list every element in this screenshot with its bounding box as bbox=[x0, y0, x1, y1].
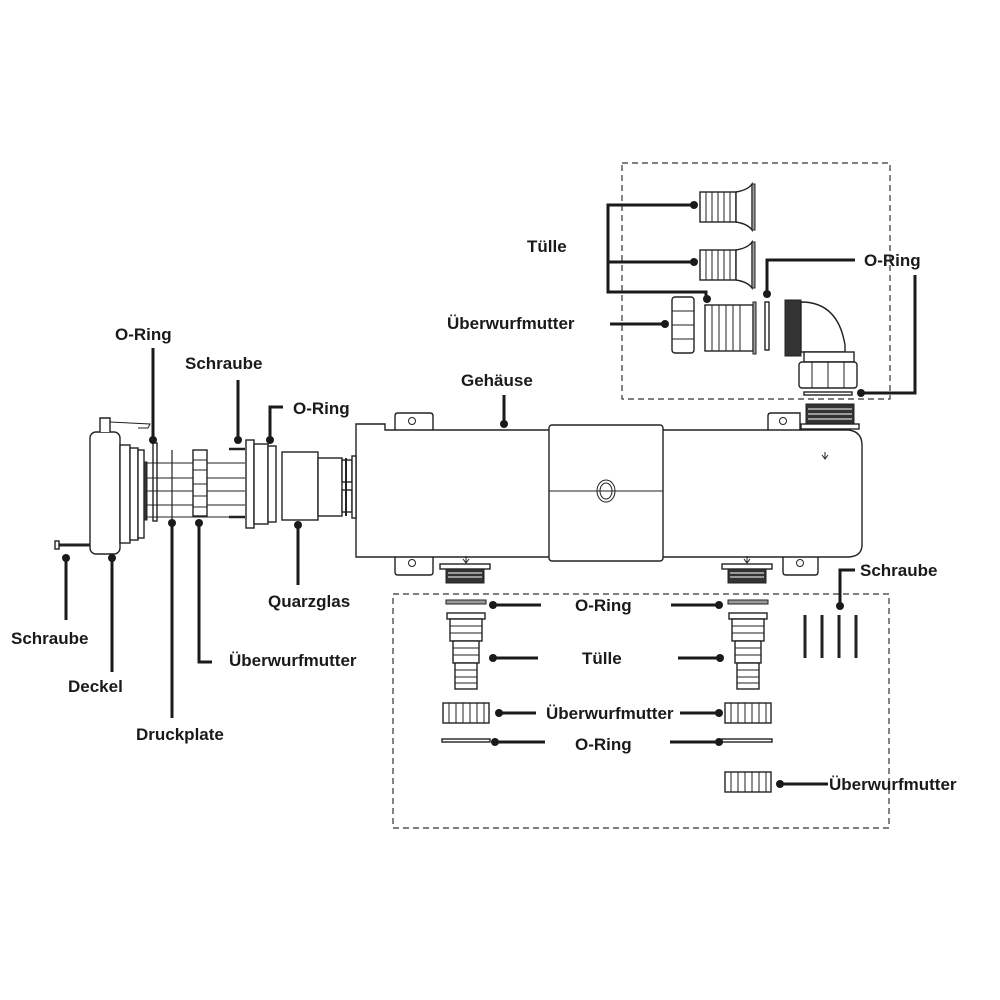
housing bbox=[355, 403, 863, 584]
label-druckplate: Druckplate bbox=[136, 725, 224, 744]
top-right-parts bbox=[671, 181, 858, 396]
label-schraube-right: Schraube bbox=[860, 561, 937, 580]
left-assembly bbox=[54, 417, 357, 555]
top-right-parts-box bbox=[621, 162, 891, 400]
label-quarzglas: Quarzglas bbox=[268, 592, 350, 611]
label-gehaeuse: Gehäuse bbox=[461, 371, 533, 390]
label-o-ring-left: O-Ring bbox=[115, 325, 172, 344]
label-ueberwurfmutter-bottom: Überwurfmutter bbox=[546, 704, 674, 723]
label-schraube-top: Schraube bbox=[185, 354, 262, 373]
label-tuelle-bottom: Tülle bbox=[582, 649, 622, 668]
bottom-parts-box bbox=[392, 593, 890, 829]
label-ueberwurfmutter-extra: Überwurfmutter bbox=[829, 775, 957, 794]
label-deckel: Deckel bbox=[68, 677, 123, 696]
leader-lines bbox=[62, 201, 917, 788]
label-o-ring-bottom-lower: O-Ring bbox=[575, 735, 632, 754]
label-tuelle-top: Tülle bbox=[527, 237, 567, 256]
label-o-ring-bottom-top: O-Ring bbox=[575, 596, 632, 615]
label-o-ring-top-right: O-Ring bbox=[864, 251, 921, 270]
label-schraube-left: Schraube bbox=[11, 629, 88, 648]
label-ueberwurfmutter-top: Überwurfmutter bbox=[447, 314, 575, 333]
label-ueberwurfmutter-left: Überwurfmutter bbox=[229, 651, 357, 670]
bottom-parts bbox=[441, 599, 858, 793]
label-o-ring-flange: O-Ring bbox=[293, 399, 350, 418]
